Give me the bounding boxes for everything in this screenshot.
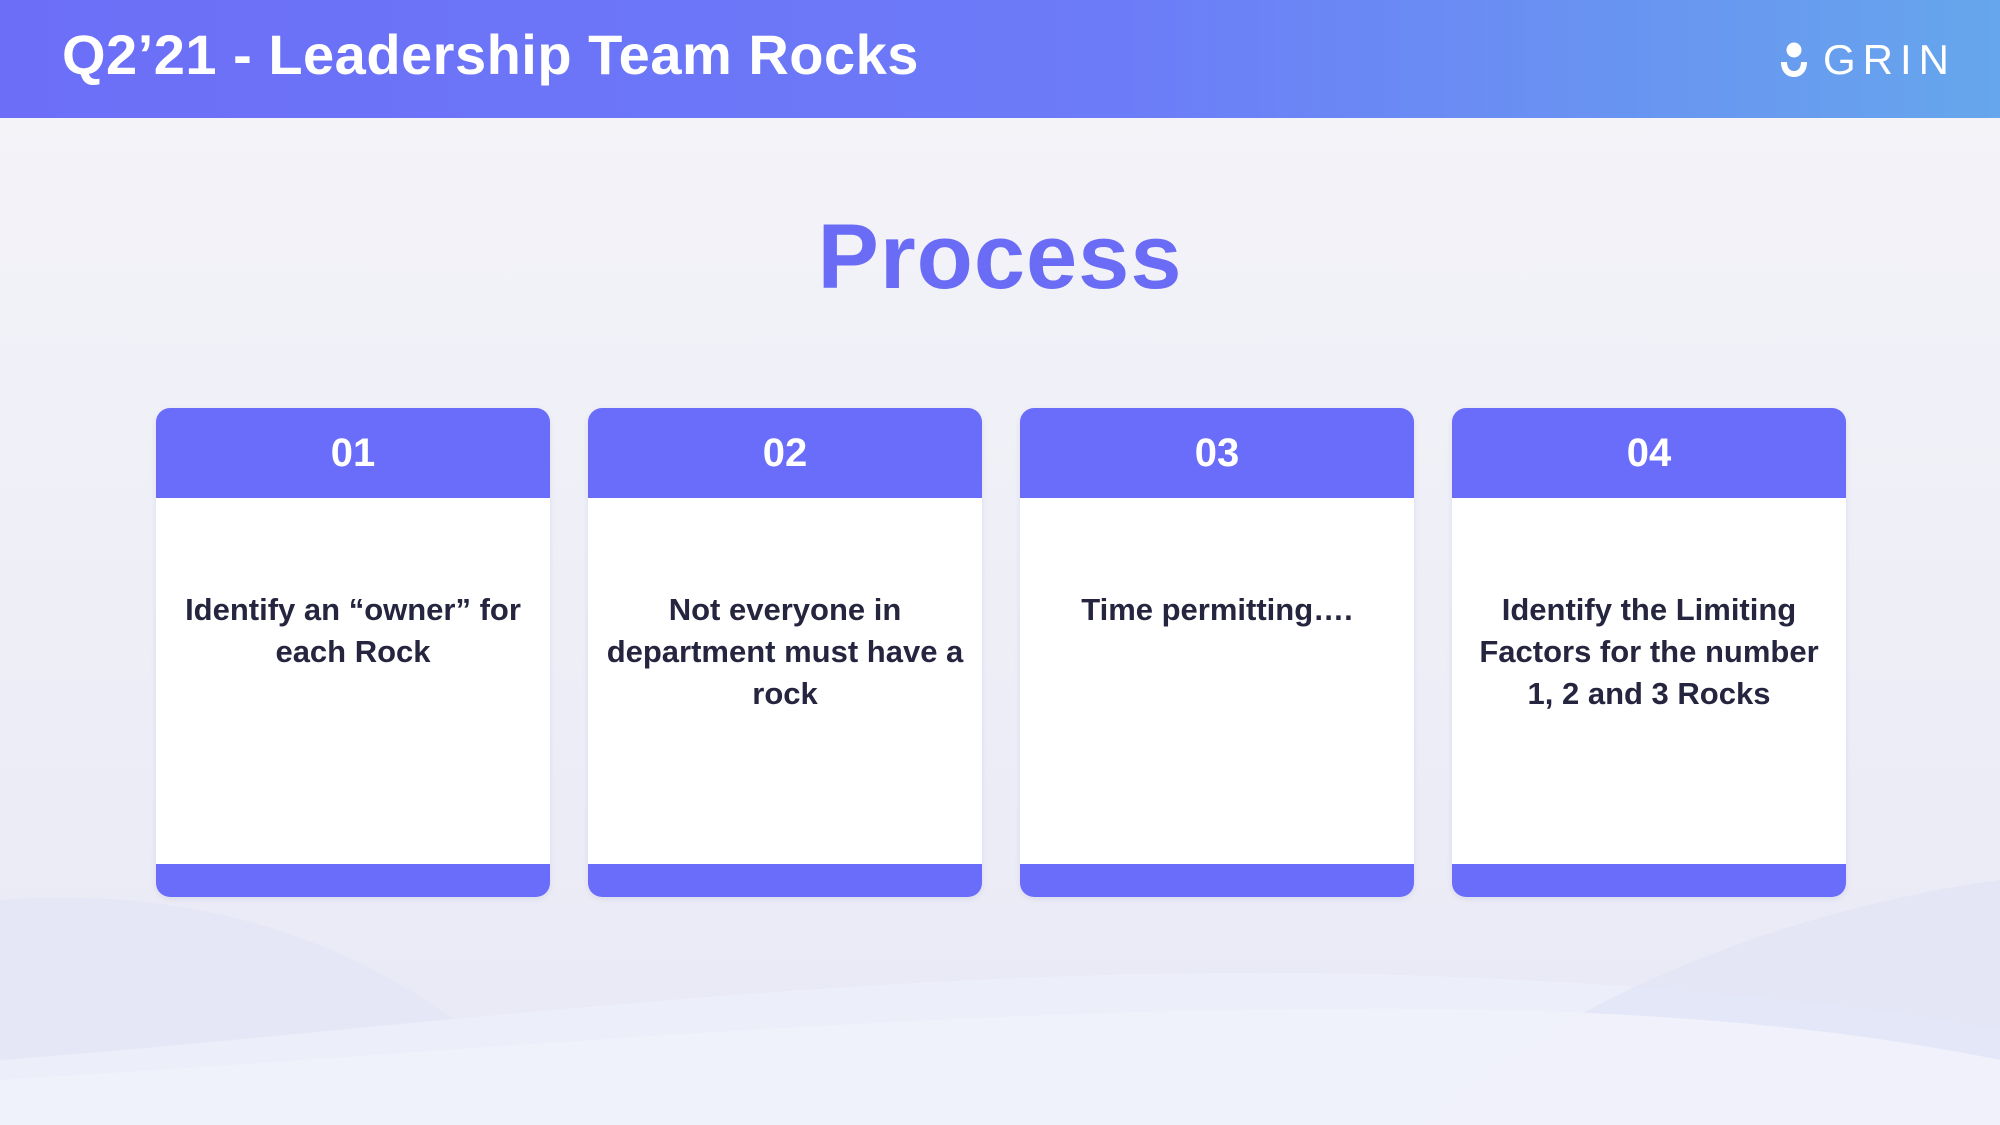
card-number: 04 [1452, 408, 1846, 498]
person-icon [1781, 42, 1807, 77]
process-cards: 01 Identify an “owner” for each Rock 02 … [156, 408, 1846, 897]
process-card: 03 Time permitting…. [1020, 408, 1414, 897]
logo-text: GRIN [1823, 36, 1956, 83]
grin-logo: GRIN [1777, 36, 1956, 84]
card-footer [1452, 864, 1846, 897]
card-body: Not everyone in department must have a r… [588, 498, 982, 864]
process-card: 04 Identify the Limiting Factors for the… [1452, 408, 1846, 897]
card-footer [156, 864, 550, 897]
process-heading: Process [817, 206, 1183, 308]
card-number: 02 [588, 408, 982, 498]
header-bar: Q2’21 - Leadership Team Rocks GRIN [0, 0, 2000, 118]
process-card: 01 Identify an “owner” for each Rock [156, 408, 550, 897]
slide-title: Q2’21 - Leadership Team Rocks [62, 23, 919, 86]
card-number: 01 [156, 408, 550, 498]
card-footer [1020, 864, 1414, 897]
card-text: Time permitting…. [1081, 592, 1353, 627]
card-footer [588, 864, 982, 897]
card-text: Identify an “owner” for each Rock [185, 592, 521, 669]
card-body: Time permitting…. [1020, 498, 1414, 864]
card-number: 03 [1020, 408, 1414, 498]
process-card: 02 Not everyone in department must have … [588, 408, 982, 897]
card-body: Identify an “owner” for each Rock [156, 498, 550, 864]
card-text: Not everyone in department must have a r… [606, 592, 964, 711]
card-text: Identify the Limiting Factors for the nu… [1479, 592, 1819, 711]
card-body: Identify the Limiting Factors for the nu… [1452, 498, 1846, 864]
